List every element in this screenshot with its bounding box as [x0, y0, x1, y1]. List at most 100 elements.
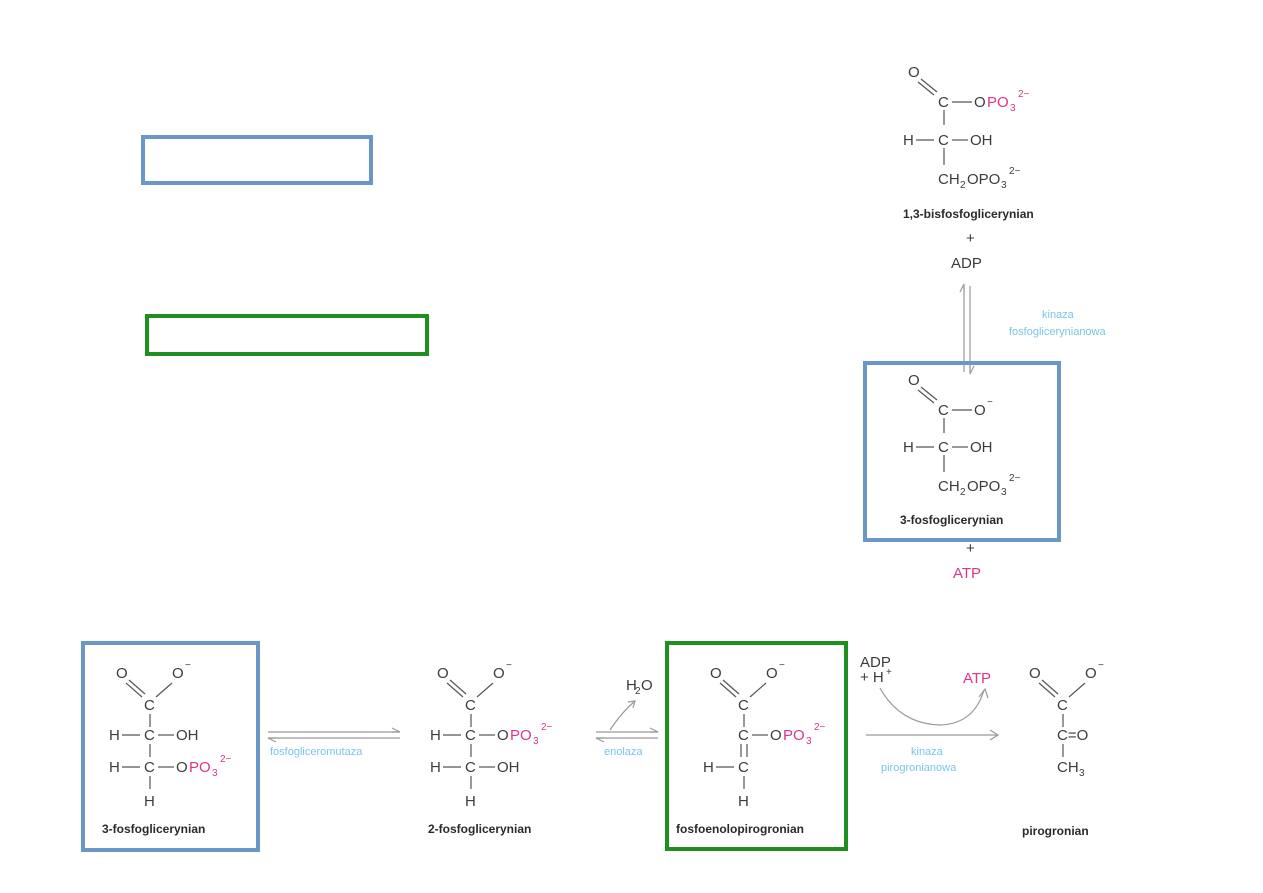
- molecule-3-phosphoglycerate-top: O C O − H C OH CH 2 OPO 3 2− 3-fosfoglic…: [900, 372, 1021, 527]
- atom-c1: C: [144, 697, 155, 714]
- atom-c2: C: [144, 727, 155, 744]
- highlight-3pg-bottom: [81, 641, 260, 852]
- enzyme-pk-line2: pirogronianowa: [881, 762, 957, 774]
- name-2-phosphoglycerate: 2-fosfoglicerynian: [428, 822, 531, 836]
- svg-text:3: 3: [533, 736, 539, 747]
- svg-text:−: −: [779, 660, 785, 671]
- name-pyruvate: pirogronian: [1022, 824, 1089, 838]
- svg-text:2−: 2−: [814, 722, 826, 733]
- highlight-pep: [665, 641, 848, 851]
- atom-ch2: CH: [938, 478, 960, 495]
- phosphate-po: PO: [987, 94, 1009, 111]
- atom-c2: C: [465, 727, 476, 744]
- atom-o-phos: O: [770, 727, 782, 744]
- svg-text:2: 2: [635, 686, 641, 697]
- svg-text:2−: 2−: [541, 722, 553, 733]
- svg-text:2−: 2−: [1018, 89, 1030, 100]
- atom-ch3: CH: [1057, 759, 1079, 776]
- reversible-arrow-vertical: [959, 283, 975, 375]
- atom-c2: C: [938, 132, 949, 149]
- enzyme-phosphoglycerate-mutase: fosfogliceromutaza: [270, 746, 363, 758]
- atom-oh: OH: [497, 759, 520, 776]
- atom-c3: C: [465, 759, 476, 776]
- atom-h: H: [465, 793, 476, 810]
- atp-label: ATP: [953, 565, 981, 582]
- atom-o-minus: O: [1085, 665, 1097, 682]
- water-o: O: [641, 677, 653, 694]
- water-h: H: [626, 677, 637, 694]
- plus-sign: +: [966, 540, 975, 557]
- atom-h: H: [903, 132, 914, 149]
- svg-text:2−: 2−: [1009, 473, 1021, 484]
- atom-opo3: OPO: [967, 478, 1000, 495]
- enzyme-pk-line1: kinaza: [911, 746, 944, 758]
- svg-text:2−: 2−: [1009, 166, 1021, 177]
- atom-o: O: [1029, 665, 1041, 682]
- enzyme-pgk-line2: fosfoglicerynianowa: [1009, 326, 1106, 338]
- name-1-3-bisphosphoglycerate: 1,3-bisfosfoglicerynian: [903, 207, 1034, 221]
- atom-oh: OH: [176, 727, 199, 744]
- svg-text:3: 3: [1010, 103, 1016, 114]
- name-3-phosphoglycerate-bottom: 3-fosfoglicerynian: [102, 822, 205, 836]
- atom-c2: C: [938, 439, 949, 456]
- svg-text:3: 3: [212, 768, 218, 779]
- molecule-phosphoenolpyruvate: O O − C C O PO 3 2− H C H fosfoenolopiro…: [676, 660, 826, 836]
- svg-text:2−: 2−: [220, 754, 232, 765]
- atom-oh: OH: [970, 132, 993, 149]
- atom-c1: C: [938, 94, 949, 111]
- atom-c1: C: [938, 402, 949, 419]
- svg-text:3: 3: [1079, 768, 1085, 779]
- phosphate-po: PO: [189, 759, 211, 776]
- atom-h: H: [109, 759, 120, 776]
- svg-text:−: −: [987, 397, 993, 408]
- svg-text:−: −: [185, 660, 191, 671]
- svg-text:2: 2: [960, 487, 966, 498]
- atom-o-minus: O: [172, 665, 184, 682]
- adp-label: ADP: [951, 255, 982, 272]
- adp-bottom-label: ADP: [860, 654, 891, 671]
- atom-o-minus: O: [766, 665, 778, 682]
- atom-o: O: [437, 665, 449, 682]
- atom-ch2: CH: [938, 171, 960, 188]
- atp-bottom-label: ATP: [963, 670, 991, 687]
- svg-text:3: 3: [1001, 487, 1007, 498]
- atom-h: H: [144, 793, 155, 810]
- plus-sign: +: [966, 230, 975, 247]
- atom-h: H: [903, 439, 914, 456]
- atom-oh: OH: [970, 439, 993, 456]
- molecule-3-phosphoglycerate-bottom: O O − C H C OH H C O PO 3 2− H 3-fosfogl…: [102, 660, 232, 836]
- phosphate-po: PO: [783, 727, 805, 744]
- atom-c3: C: [738, 759, 749, 776]
- atom-c-carbonyl: C=O: [1057, 727, 1088, 744]
- atom-o-phos: O: [497, 727, 509, 744]
- atom-o: O: [908, 64, 920, 81]
- atom-h: H: [703, 759, 714, 776]
- atom-h: H: [430, 727, 441, 744]
- svg-text:+: +: [886, 667, 892, 678]
- svg-text:−: −: [1098, 660, 1104, 671]
- legend-green-box: [145, 314, 429, 356]
- svg-text:2: 2: [960, 180, 966, 191]
- atom-o-minus: O: [974, 402, 986, 419]
- arrow-pyruvate-kinase: [866, 687, 1000, 741]
- molecule-1-3-bisphosphoglycerate: O C O PO 3 2− H C OH CH 2 OPO 3 2− 1,3-b…: [903, 64, 1034, 221]
- atom-o: O: [710, 665, 722, 682]
- phosphate-po: PO: [510, 727, 532, 744]
- reversible-arrow-enolase: [595, 700, 659, 743]
- molecule-2-phosphoglycerate: O O − C H C O PO 3 2− H C OH H 2-fosfogl…: [428, 660, 553, 836]
- atom-o: O: [908, 372, 920, 389]
- svg-text:3: 3: [806, 736, 812, 747]
- atom-h: H: [430, 759, 441, 776]
- atom-c1: C: [465, 697, 476, 714]
- atom-o-phos: O: [176, 759, 188, 776]
- atom-o-phos: O: [974, 94, 986, 111]
- svg-text:−: −: [506, 660, 512, 671]
- atom-c1: C: [1057, 697, 1068, 714]
- atom-c3: C: [144, 759, 155, 776]
- highlight-3pg-top: [863, 361, 1061, 542]
- svg-text:3: 3: [1001, 180, 1007, 191]
- legend-blue-box: [141, 135, 373, 185]
- enzyme-enolase: enolaza: [604, 746, 643, 758]
